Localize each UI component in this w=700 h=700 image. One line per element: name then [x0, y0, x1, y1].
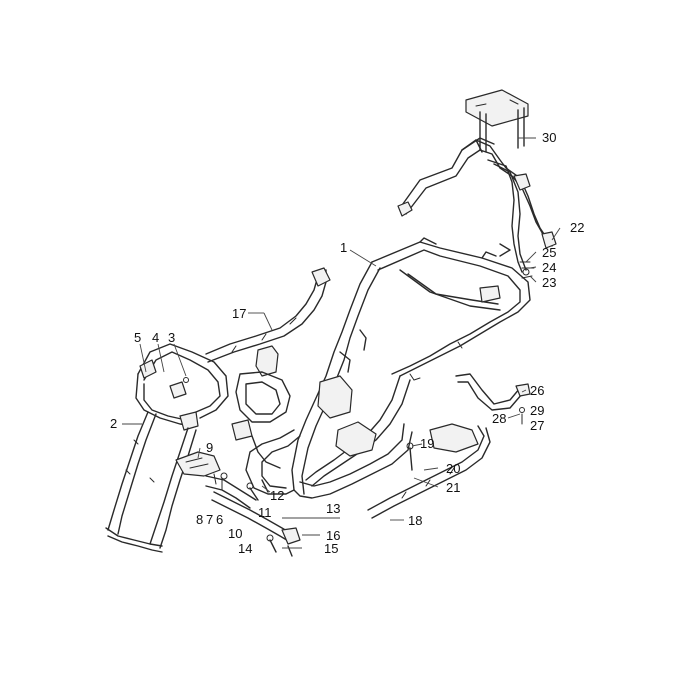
callout-labels: 1 2 3 4 5 6 7 8 9 10 11 12 13 14 15 16 1…	[110, 130, 584, 556]
callout-19: 19	[420, 436, 434, 451]
callout-10: 10	[228, 526, 242, 541]
callout-26: 26	[530, 383, 544, 398]
callout-14: 14	[238, 541, 252, 556]
callout-6: 6	[216, 512, 223, 527]
callout-25: 25	[542, 245, 556, 260]
part-18-right-floor-rail	[367, 423, 491, 519]
callout-7: 7	[206, 512, 213, 527]
callout-17: 17	[232, 306, 246, 321]
part-17-floor-support	[205, 267, 331, 363]
part-9-front-bracket	[175, 451, 257, 509]
callout-20: 20	[446, 461, 460, 476]
callout-16: 16	[326, 528, 340, 543]
callout-2: 2	[110, 416, 117, 431]
callout-1: 1	[340, 240, 347, 255]
callout-30: 30	[542, 130, 556, 145]
rear-hardware-23-24-25	[519, 261, 535, 279]
callout-22: 22	[570, 220, 584, 235]
callout-28: 28	[492, 411, 506, 426]
callout-13: 13	[326, 501, 340, 516]
callout-9: 9	[206, 440, 213, 455]
callout-11: 11	[258, 505, 272, 520]
leader-lines	[122, 137, 561, 549]
part-1-main-frame	[245, 237, 531, 499]
part-26-footrest-bracket	[455, 373, 531, 425]
part-30-top-bracket	[465, 89, 529, 153]
callout-15: 15	[324, 541, 338, 556]
callout-21: 21	[446, 480, 460, 495]
callout-4: 4	[152, 330, 159, 345]
callout-12: 12	[270, 488, 284, 503]
part-2-front-frame	[105, 343, 229, 553]
part-13-lower-bracket	[211, 491, 301, 545]
callout-24: 24	[542, 260, 556, 275]
callout-27: 27	[530, 418, 544, 433]
callout-8: 8	[196, 512, 203, 527]
steering-head-assembly	[231, 345, 291, 469]
part-22-rear-upper-frame	[397, 137, 557, 273]
callout-18: 18	[408, 513, 422, 528]
callout-23: 23	[542, 275, 556, 290]
callout-3: 3	[168, 330, 175, 345]
callout-5: 5	[134, 330, 141, 345]
callout-29: 29	[530, 403, 544, 418]
